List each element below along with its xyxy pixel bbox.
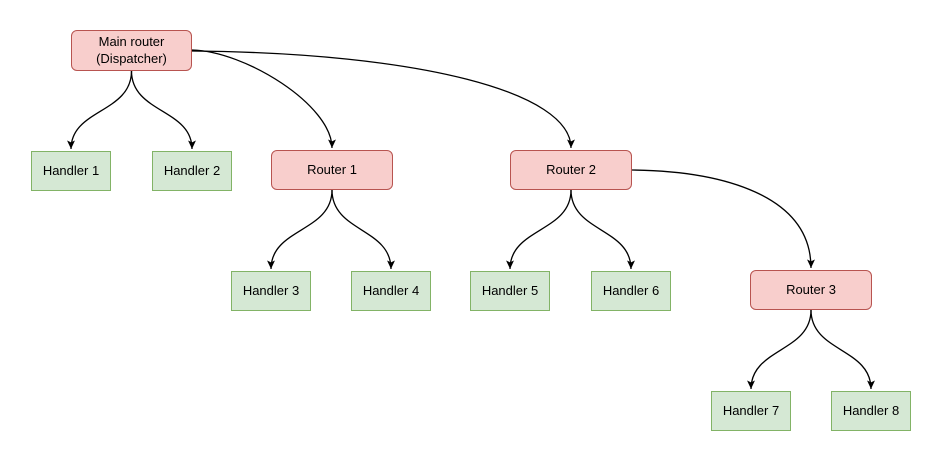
edge-router-2-to-handler-5: [506, 189, 572, 270]
node-handler-4: Handler 4: [351, 271, 431, 311]
node-handler-7: Handler 7: [711, 391, 791, 431]
node-handler-6-label: Handler 6: [602, 282, 660, 298]
node-handler-7-label: Handler 7: [722, 402, 780, 418]
edge-router-2-to-handler-6: [570, 189, 635, 270]
node-router-3: Router 3: [750, 270, 872, 310]
node-handler-3: Handler 3: [231, 271, 311, 311]
node-handler-4-label: Handler 4: [362, 282, 420, 298]
edge-router-3-to-handler-7: [747, 309, 812, 390]
node-handler-5-label: Handler 5: [481, 282, 539, 298]
edge-router-2-to-router-3: [631, 169, 815, 269]
node-router-1-label: Router 1: [307, 161, 357, 177]
edge-router-1-to-handler-3: [267, 189, 333, 270]
edge-router-3-to-handler-8: [810, 309, 875, 390]
node-handler-2-label: Handler 2: [163, 162, 221, 178]
node-handler-1-label: Handler 1: [42, 162, 100, 178]
node-handler-6: Handler 6: [591, 271, 671, 311]
node-router-2: Router 2: [510, 150, 632, 190]
node-handler-8: Handler 8: [831, 391, 911, 431]
node-main-router: Main router (Dispatcher): [71, 30, 192, 71]
node-handler-5: Handler 5: [470, 271, 550, 311]
edge-main-router-to-handler-2: [130, 70, 196, 150]
node-router-1: Router 1: [271, 150, 393, 190]
node-main-router-label: Main router (Dispatcher): [96, 34, 167, 66]
edge-main-router-to-handler-1: [67, 70, 133, 150]
node-handler-8-label: Handler 8: [842, 402, 900, 418]
node-router-2-label: Router 2: [546, 161, 596, 177]
node-handler-1: Handler 1: [31, 151, 111, 191]
node-router-3-label: Router 3: [786, 281, 836, 297]
edge-main-router-to-router-1: [191, 49, 336, 149]
node-handler-3-label: Handler 3: [242, 282, 300, 298]
node-handler-2: Handler 2: [152, 151, 232, 191]
edge-router-1-to-handler-4: [331, 189, 395, 270]
edge-main-router-to-router-2: [191, 50, 575, 149]
